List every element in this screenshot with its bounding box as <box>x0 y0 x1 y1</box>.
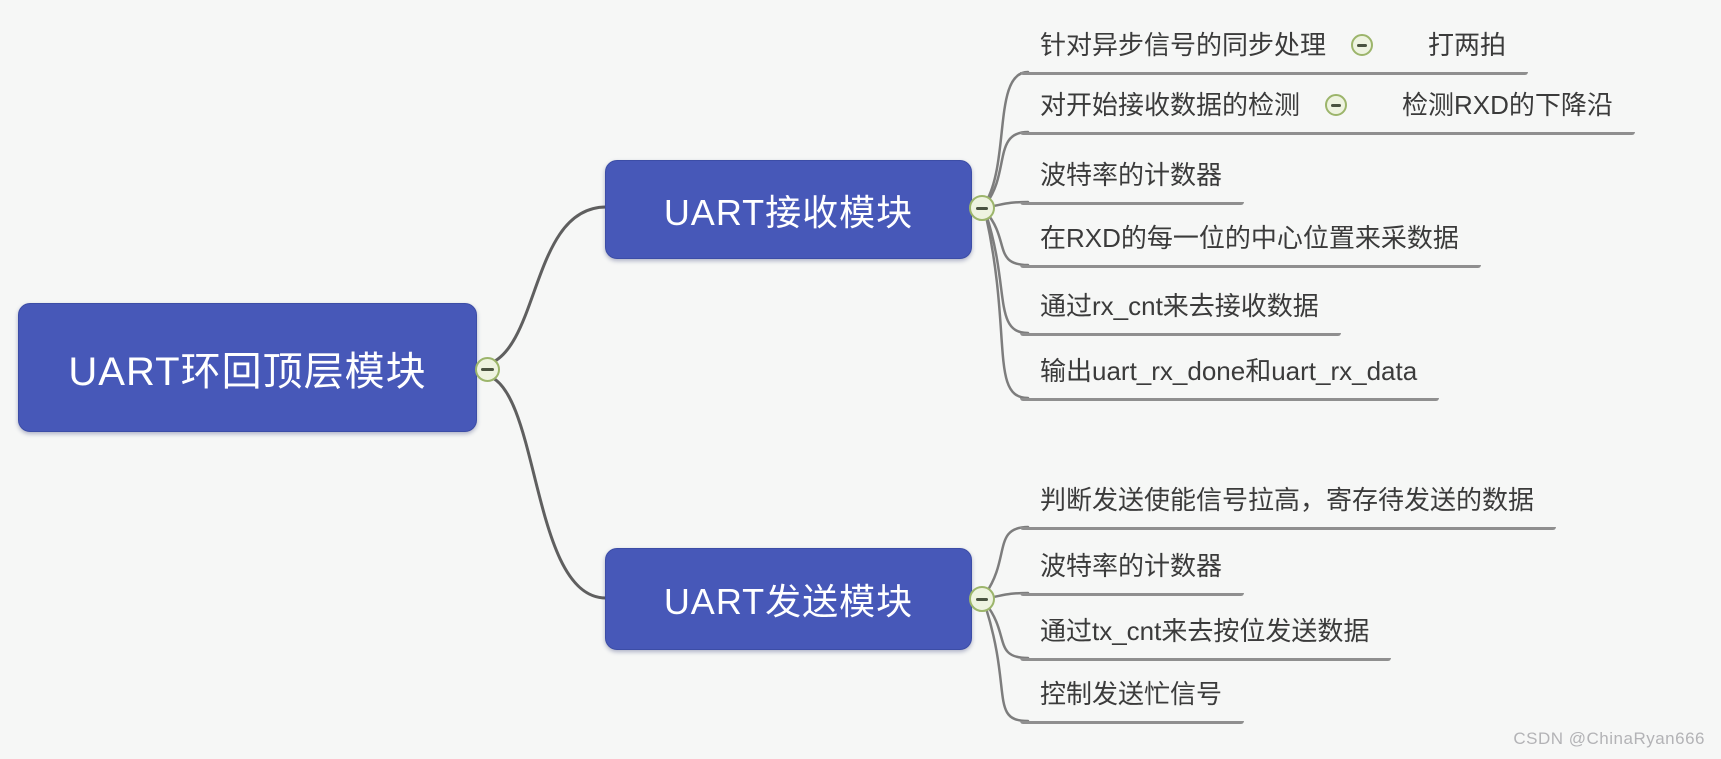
leaf-topic-tx-cnt[interactable]: 通过tx_cnt来去按位发送数据 <box>1020 615 1392 661</box>
collapse-icon[interactable] <box>1351 34 1374 56</box>
leaf-label: 控制发送忙信号 <box>1040 679 1223 709</box>
subleaf-label[interactable]: 打两拍 <box>1428 30 1507 60</box>
rx-module-label: UART接收模块 <box>663 191 914 233</box>
collapse-icon[interactable] <box>969 586 995 612</box>
leaf-label: 通过rx_cnt来去接收数据 <box>1040 291 1319 321</box>
subleaf-label[interactable]: 检测RXD的下降沿 <box>1402 90 1613 120</box>
csdn-watermark: CSDN @ChinaRyan666 <box>1513 729 1705 748</box>
leaf-label: 输出uart_rx_done和uart_rx_data <box>1040 356 1418 386</box>
node-uart-tx-module[interactable]: UART发送模块 <box>605 548 972 650</box>
tx-module-label: UART发送模块 <box>663 581 914 622</box>
leaf-topic-rx-baud-counter[interactable]: 波特率的计数器 <box>1020 159 1245 205</box>
leaf-label: 在RXD的每一位的中心位置来采数据 <box>1040 223 1459 253</box>
collapse-icon[interactable] <box>1325 94 1348 116</box>
leaf-topic-rx-center-sample[interactable]: 在RXD的每一位的中心位置来采数据 <box>1020 222 1481 268</box>
node-root-topic[interactable]: UART环回顶层模块 <box>18 303 477 432</box>
node-uart-rx-module[interactable]: UART接收模块 <box>605 160 972 259</box>
collapse-icon[interactable] <box>475 357 500 382</box>
leaf-label: 波特率的计数器 <box>1040 160 1223 190</box>
leaf-topic-rx-cnt[interactable]: 通过rx_cnt来去接收数据 <box>1020 290 1341 336</box>
leaf-label: 判断发送使能信号拉高，寄存待发送的数据 <box>1040 485 1535 515</box>
leaf-topic-tx-baud-counter[interactable]: 波特率的计数器 <box>1020 550 1245 596</box>
leaf-label: 针对异步信号的同步处理 <box>1040 30 1327 60</box>
leaf-topic-tx-busy[interactable]: 控制发送忙信号 <box>1020 678 1245 724</box>
leaf-label: 波特率的计数器 <box>1040 551 1223 581</box>
leaf-label: 通过tx_cnt来去按位发送数据 <box>1040 616 1370 646</box>
leaf-topic-rx-outputs[interactable]: 输出uart_rx_done和uart_rx_data <box>1020 355 1440 401</box>
leaf-topic-tx-enable-latch[interactable]: 判断发送使能信号拉高，寄存待发送的数据 <box>1020 484 1557 530</box>
collapse-icon[interactable] <box>969 195 995 221</box>
root-topic-label: UART环回顶层模块 <box>68 349 427 394</box>
leaf-topic-rx-start-detect[interactable]: 对开始接收数据的检测 检测RXD的下降沿 <box>1020 89 1635 135</box>
leaf-label: 对开始接收数据的检测 <box>1040 90 1301 120</box>
leaf-topic-rx-sync[interactable]: 针对异步信号的同步处理 打两拍 <box>1020 29 1529 75</box>
